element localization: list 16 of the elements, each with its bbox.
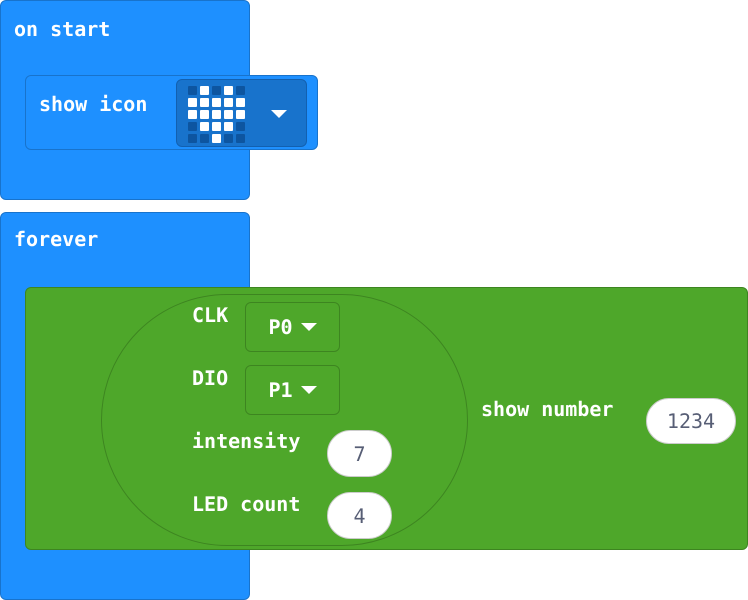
pin-dropdown: P1 (245, 365, 340, 415)
number-field: 7 (327, 430, 392, 477)
block-label: show number (481, 397, 614, 421)
block-label: forever (14, 227, 98, 251)
parameter-label: LED count (192, 492, 300, 516)
statement-block (25, 287, 748, 550)
parameter-label: DIO (192, 366, 228, 390)
pin-dropdown: P0 (245, 302, 340, 352)
number-field: 4 (327, 492, 392, 539)
statement-block (25, 75, 318, 150)
block-label: show icon (39, 92, 148, 116)
block-label: on start (14, 17, 110, 41)
parameter-label: CLK (192, 303, 228, 327)
icon-dropdown (176, 79, 307, 147)
number-field: 1234 (646, 398, 736, 444)
parameter-label: intensity (192, 429, 300, 453)
